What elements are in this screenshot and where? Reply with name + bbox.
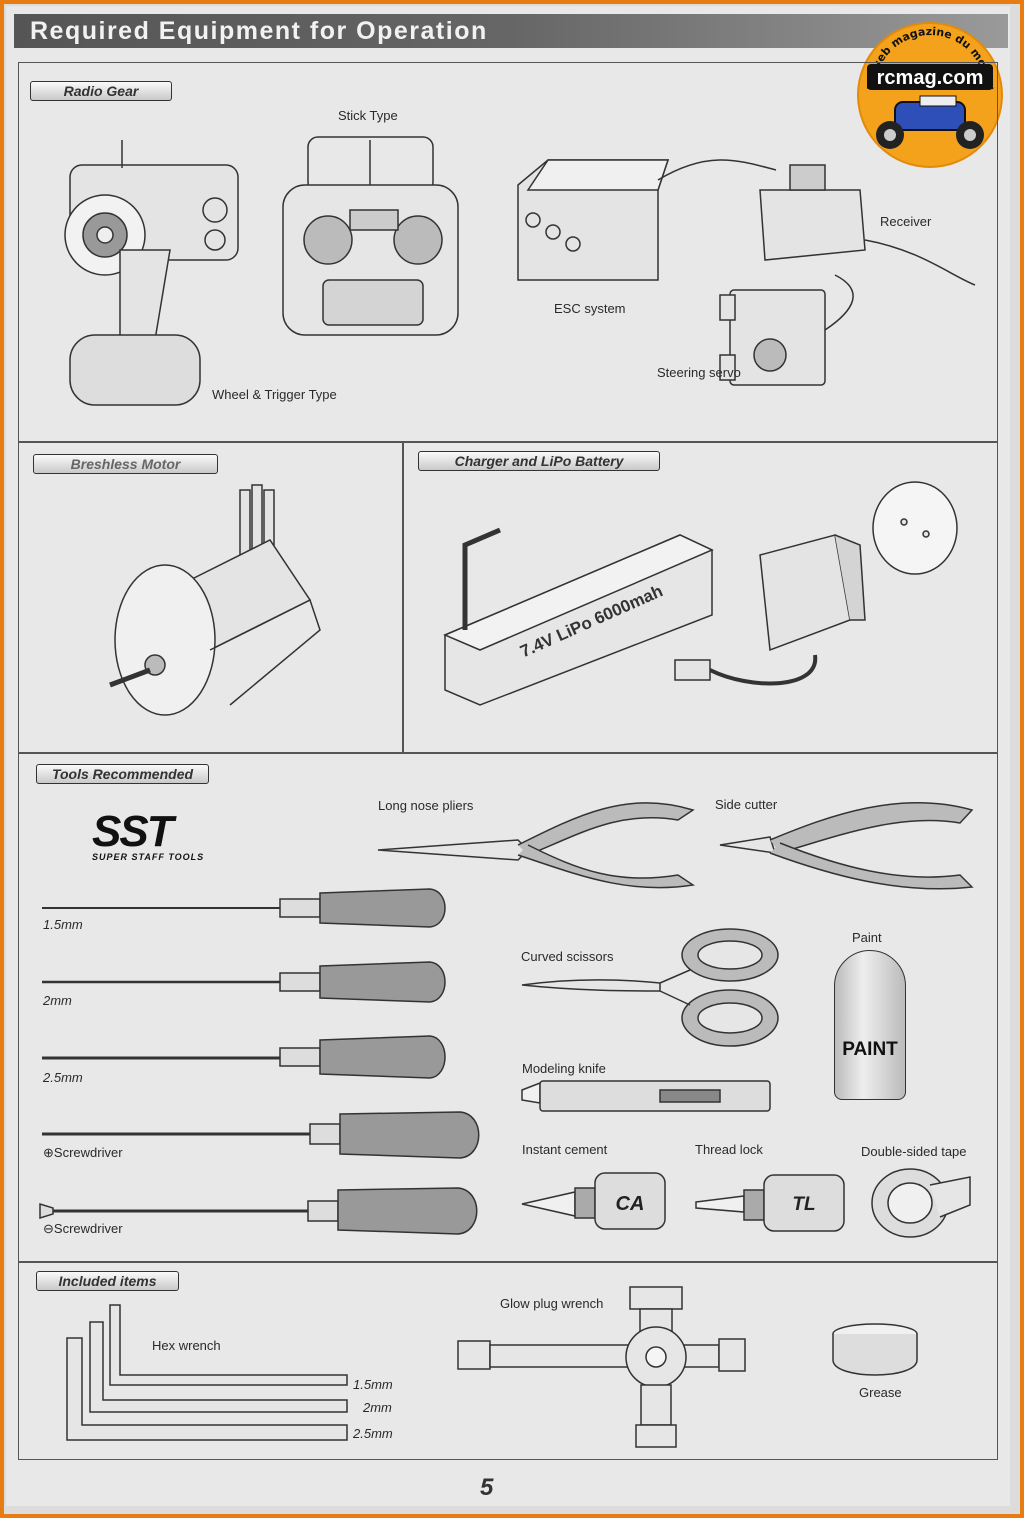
instant-cement-illustration: CA [520,1170,670,1232]
thread-lock-illustration: TL [694,1172,854,1234]
tools-label: Tools Recommended [36,764,209,784]
glow-wrench-caption: Glow plug wrench [500,1296,604,1311]
wheel-transmitter-illustration [60,140,250,410]
thread-caption: Thread lock [695,1142,763,1157]
flat-screwdriver-illustration [38,1186,488,1236]
tools-panel [18,752,998,1262]
included-label: Included items [36,1271,179,1291]
wheel-type-caption: Wheel & Trigger Type [212,387,337,402]
driver-label-2: 2mm [43,993,72,1008]
hex-driver-2-illustration [40,962,450,1007]
hex-wrench-set-illustration [65,1300,350,1445]
servo-illustration [715,270,865,390]
motor-panel [18,442,404,754]
sst-brand-logo: SST SUPER STAFF TOOLS [92,807,227,863]
cement-caption: Instant cement [522,1142,608,1157]
motor-label: Breshless Motor [33,454,218,474]
driver-label-5: ⊖Screwdriver [43,1221,123,1236]
paint-can-illustration: PAINT [834,950,906,1100]
grease-jar-illustration [830,1322,920,1382]
receiver-caption: Receiver [880,214,932,229]
servo-caption: Steering servo [657,365,741,380]
long-nose-pliers-illustration [378,795,698,905]
receiver-illustration [750,160,980,290]
esc-caption: ESC system [554,301,626,316]
hex-caption: Hex wrench [152,1338,221,1353]
driver-label-3: 2.5mm [43,1070,83,1085]
scissors-caption: Curved scissors [521,949,614,964]
lipo-battery-illustration: 7.4V LiPo 6000mah [440,505,720,710]
modeling-knife-illustration [520,1078,775,1116]
driver-label-4: ⊕Screwdriver [43,1145,123,1160]
stick-transmitter-illustration [278,135,463,340]
charger-panel [402,442,998,754]
hex-driver-1-5-illustration [40,885,450,930]
brushless-motor-illustration [110,480,320,720]
phillips-screwdriver-illustration [40,1110,490,1160]
side-cutter-illustration [720,795,980,905]
title-bar [14,14,1008,48]
driver-label-1: 1.5mm [43,917,83,932]
cement-bottle-label: CA [616,1193,645,1215]
double-sided-tape-illustration [870,1165,975,1240]
paint-caption: Paint [852,930,882,945]
esc-illustration [508,140,778,300]
sst-brand-text: SST [92,807,174,856]
hex-size-2: 2mm [363,1400,392,1415]
knife-caption: Modeling knife [522,1061,606,1076]
paint-can-label: PAINT [842,1039,898,1060]
charger-illustration [670,480,970,710]
radio-gear-label: Radio Gear [30,81,172,101]
hex-driver-2-5-illustration [40,1036,450,1081]
sst-brand-sub: SUPER STAFF TOOLS [92,852,205,862]
grease-caption: Grease [859,1385,902,1400]
charger-label: Charger and LiPo Battery [418,451,660,471]
rcmag-logo: Le web magazine du modelisme rcmag.com [849,10,1005,170]
hex-size-3: 2.5mm [353,1426,393,1441]
long-nose-caption: Long nose pliers [378,798,474,813]
thread-bottle-label: TL [792,1194,815,1215]
radio-gear-panel [18,62,998,442]
stick-type-caption: Stick Type [338,108,398,123]
tape-caption: Double-sided tape [861,1144,967,1159]
page-title: Required Equipment for Operation [30,17,488,45]
logo-site-text: rcmag.com [877,67,984,89]
curved-scissors-illustration [520,925,780,1050]
included-panel [18,1262,998,1460]
page-number: 5 [480,1474,494,1501]
glow-plug-wrench-illustration [458,1285,748,1450]
side-cutter-caption: Side cutter [715,797,778,812]
hex-size-1: 1.5mm [353,1377,393,1392]
